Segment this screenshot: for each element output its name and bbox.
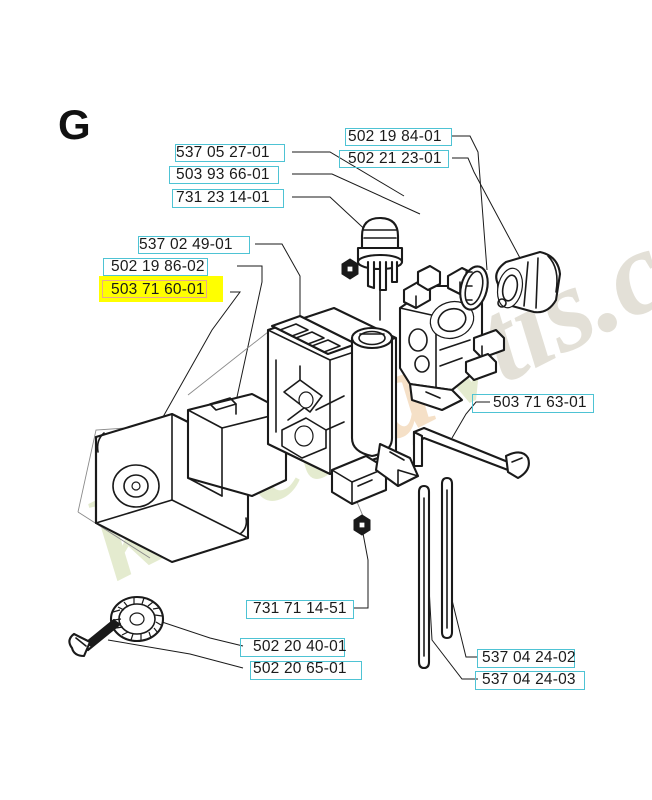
part-label-502-21-23-01[interactable]: 502 21 23-01 [339,149,449,168]
intake-boot-part [495,250,562,314]
page-section-letter: G [58,101,91,148]
part-label-731-71-14-51[interactable]: 731 71 14-51 [246,599,354,619]
part-number-text: 503 71 63-01 [493,394,587,411]
part-number-text: 502 19 86-02 [111,258,205,275]
gasket-ring-part [459,265,489,311]
part-number-text: 537 04 24-03 [482,671,576,688]
small-nut-upper-part [341,258,359,280]
part-label-502-19-86-02[interactable]: 502 19 86-02 [103,257,208,276]
knob-screw-part [68,618,122,658]
part-label-731-23-14-01[interactable]: 731 23 14-01 [172,188,284,208]
part-number-text: 537 04 24-02 [482,649,576,666]
part-number-text: 502 19 84-01 [348,128,442,145]
part-label-537-04-24-03[interactable]: 537 04 24-03 [475,670,585,690]
part-number-text: 502 21 23-01 [348,150,442,167]
carburetor-part [398,264,506,412]
part-label-503-71-63-01[interactable]: 503 71 63-01 [472,393,594,413]
part-number-text: 502 20 40-01 [253,638,347,655]
part-label-502-20-40-01[interactable]: 502 20 40-01 [240,637,348,657]
part-label-503-71-60-01[interactable]: 503 71 60-01 [99,276,223,302]
part-number-text: 731 71 14-51 [253,600,347,617]
part-label-537-04-24-02[interactable]: 537 04 24-02 [477,648,577,668]
small-nut-lower-part [353,514,371,536]
primer-bulb-part [356,216,404,321]
part-number-text: 503 93 66-01 [176,166,270,183]
throttle-rod-part [412,426,530,480]
fuel-lines-part [417,476,454,670]
part-number-text: 537 05 27-01 [176,144,270,161]
part-label-502-19-84-01[interactable]: 502 19 84-01 [345,127,452,146]
intake-cylinder-part [350,326,420,488]
part-number-text: 503 71 60-01 [111,281,205,298]
part-number-text: 731 23 14-01 [176,189,270,206]
part-label-503-93-66-01[interactable]: 503 93 66-01 [169,165,279,184]
part-number-text: 502 20 65-01 [253,660,347,677]
part-label-537-05-27-01[interactable]: 537 05 27-01 [175,143,285,162]
part-label-537-02-49-01[interactable]: 537 02 49-01 [138,235,250,254]
knurled-knob-part [109,595,165,643]
part-number-text: 537 02 49-01 [139,236,233,253]
air-filter-part [186,392,288,498]
part-label-502-20-65-01[interactable]: 502 20 65-01 [250,659,362,680]
